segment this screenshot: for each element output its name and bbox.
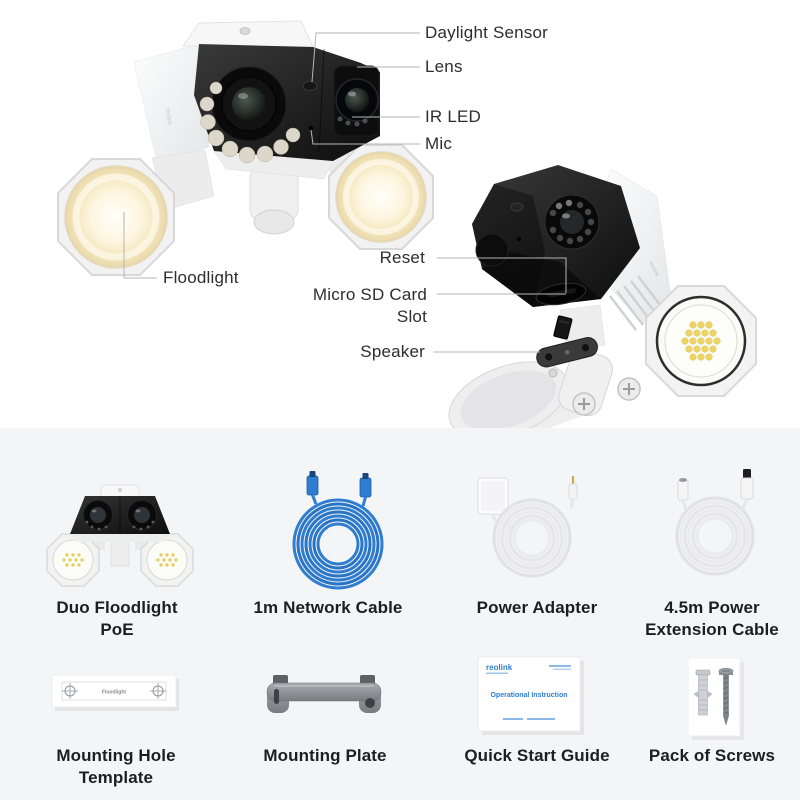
label-lens: Lens <box>425 57 463 76</box>
daylight-sensor-back <box>510 202 524 212</box>
label-ir-led: IR LED <box>425 107 481 126</box>
quick-start-guide-icon: reolink Operational Instruction <box>477 656 584 735</box>
item-label-mounting-plate: Mounting Plate <box>263 746 387 765</box>
item-label-pack-of-screws: Pack of Screws <box>648 746 776 765</box>
power-adapter-icon <box>477 476 578 578</box>
ir-led-cluster-left <box>199 81 301 164</box>
guide-title: Operational Instruction <box>490 692 567 699</box>
speaker-plate <box>536 337 598 368</box>
product-diagram-section: reolink <box>57 20 757 428</box>
extension-cable-icon <box>675 469 755 576</box>
mount-screws <box>544 358 641 416</box>
mounting-template-icon: Floodlight <box>51 674 179 711</box>
product-diagram-illustration: reolink <box>57 20 757 428</box>
guide-brand-logo: reolink <box>486 663 513 672</box>
floodlight-right <box>328 144 434 250</box>
item-label-duo-floodlight-poe: Duo Floodlight PoE <box>56 598 178 640</box>
label-speaker: Speaker <box>360 342 425 361</box>
mic-hole-back <box>517 237 521 241</box>
mic-hole <box>308 125 314 131</box>
label-floodlight: Floodlight <box>163 268 239 287</box>
item-label-power-adapter: Power Adapter <box>476 598 598 617</box>
label-micro-sd-line1: Micro SD Card <box>312 285 427 304</box>
item-label-quick-start-guide: Quick Start Guide <box>464 746 610 765</box>
lens-side <box>475 233 509 267</box>
micro-sd-card <box>553 315 573 340</box>
label-micro-sd-card-slot: Micro SD Card Slot <box>313 284 427 328</box>
box-contents-panel: Floodlight reolink Ope <box>0 428 800 800</box>
leader-lines <box>123 32 567 353</box>
camera-back-view-illustration: reolink <box>448 165 757 428</box>
duo-floodlight-camera-icon <box>46 484 194 587</box>
item-label-network-cable: 1m Network Cable <box>253 598 403 617</box>
template-sheet-text: Floodlight <box>102 690 126 696</box>
screws-pack-icon <box>688 658 744 740</box>
ir-led-ring <box>549 199 595 245</box>
daylight-sensor <box>302 81 318 91</box>
mounting-plate-icon <box>266 675 382 713</box>
label-mic: Mic <box>425 134 453 153</box>
network-cable-icon <box>292 471 384 590</box>
item-label-extension-cable: 4.5m Power Extension Cable <box>645 598 779 640</box>
item-label-mounting-template: Mounting Hole Template <box>56 746 176 788</box>
brand-mark: reolink <box>164 108 172 127</box>
label-micro-sd-line2: Slot <box>396 307 427 326</box>
ir-led-cluster-right <box>337 116 368 127</box>
floodlight-led-face <box>645 285 757 397</box>
floodlight-left <box>57 158 175 276</box>
label-reset: Reset <box>379 248 425 267</box>
label-daylight-sensor: Daylight Sensor <box>425 23 549 42</box>
camera-front-view-illustration: reolink <box>57 20 434 276</box>
floodlight-back <box>448 361 581 428</box>
